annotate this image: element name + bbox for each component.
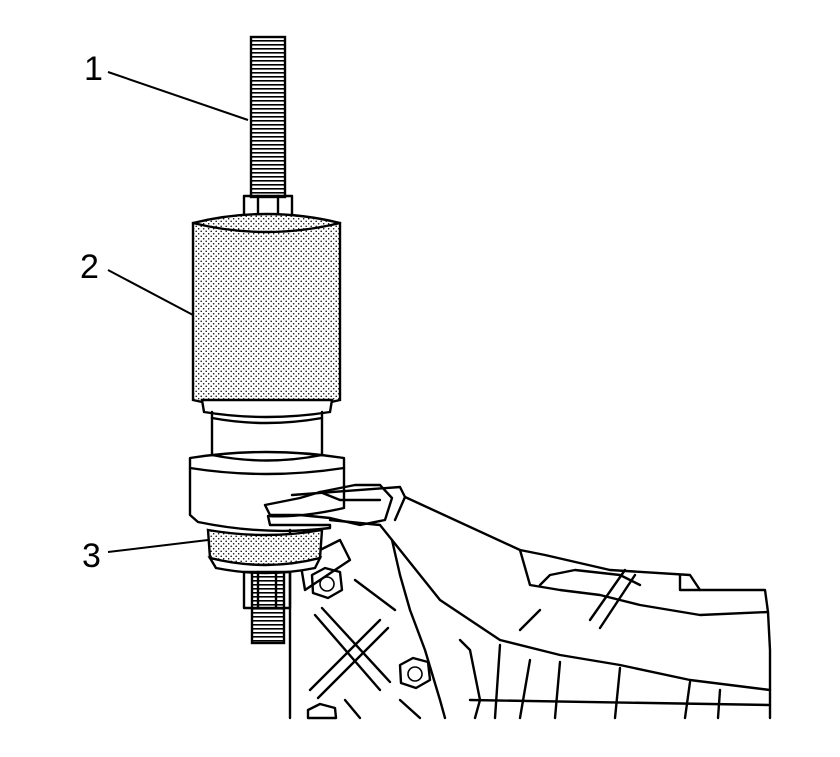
bushing-bracket bbox=[263, 483, 394, 527]
callout-3-label: 3 bbox=[82, 537, 101, 575]
callout-2-leader bbox=[107, 269, 194, 316]
spacer-sleeve bbox=[210, 410, 324, 462]
receiver-cup bbox=[206, 528, 324, 575]
bolt-middle bbox=[398, 656, 432, 690]
callout-3-leader bbox=[107, 539, 209, 553]
callout-1-label: 1 bbox=[84, 50, 103, 88]
bolt-lower bbox=[306, 702, 338, 720]
callout-2-label: 2 bbox=[80, 248, 99, 286]
callout-1-leader bbox=[107, 71, 249, 121]
lower-nut bbox=[242, 570, 292, 610]
puller-body bbox=[191, 212, 342, 419]
bushing-collar bbox=[188, 450, 346, 533]
threaded-rod bbox=[249, 35, 287, 645]
housing-casting bbox=[288, 485, 772, 720]
bolt-upper bbox=[310, 566, 344, 600]
